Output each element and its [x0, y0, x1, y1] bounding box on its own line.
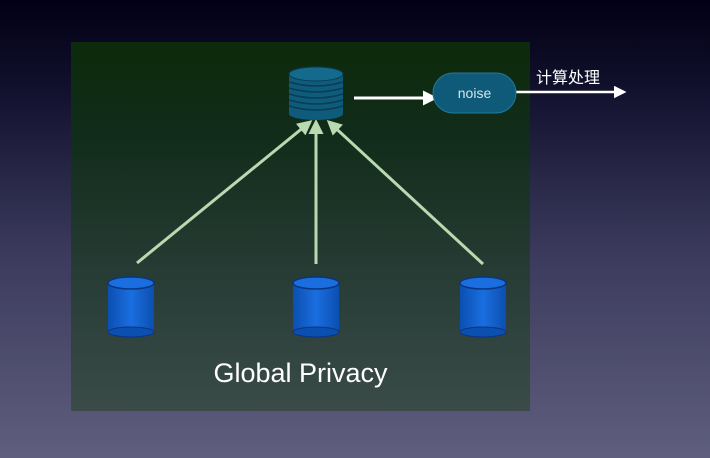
arrow-left-to-center — [136, 120, 313, 265]
database-stack-icon — [288, 66, 344, 120]
source-database-right-icon — [459, 276, 507, 338]
arrow-right-to-center — [326, 119, 485, 266]
noise-label: noise — [457, 85, 492, 101]
output-label: 计算处理 — [536, 68, 601, 87]
noise-box — [432, 72, 517, 114]
source-database-middle-icon — [292, 276, 340, 338]
source-database-left-icon — [107, 276, 155, 338]
diagram-title: Global Privacy — [213, 358, 388, 388]
